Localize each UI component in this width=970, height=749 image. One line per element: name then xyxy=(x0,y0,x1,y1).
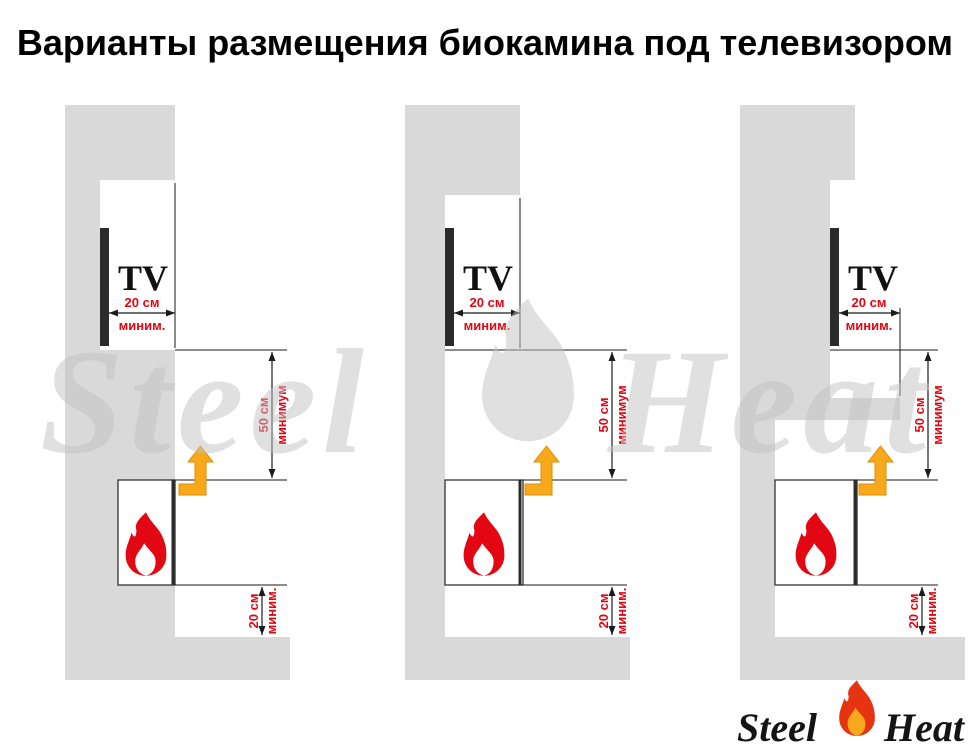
dimension-label: 20 см xyxy=(906,594,921,629)
dimension-label: миним. xyxy=(264,588,279,635)
tv-screen xyxy=(100,228,109,346)
panel-variant-2: 20 см миним. 50 см минимум 20 см миним. … xyxy=(405,105,630,680)
wall-profile xyxy=(405,105,630,680)
dimension-label: миним. xyxy=(924,588,939,635)
dimension-label: 20 см xyxy=(125,295,160,310)
dimension-label: 20 см xyxy=(852,295,887,310)
tv-label: TV xyxy=(118,258,168,298)
dimension-label: миним. xyxy=(614,588,629,635)
dimension-label: 50 см xyxy=(912,398,927,433)
page-title: Варианты размещения биокамина под телеви… xyxy=(16,22,954,63)
dimension-label: 50 см xyxy=(256,398,271,433)
logo-word-right: Heat xyxy=(883,705,966,749)
panel-variant-1: 20 см миним. 50 см минимум 20 см миним. … xyxy=(65,105,290,680)
watermark: Steel Heat xyxy=(40,298,932,485)
wall-profile xyxy=(65,105,290,680)
dimension-label: миним. xyxy=(119,318,166,333)
dimension-label: минимум xyxy=(274,385,289,445)
dimension-label: миним. xyxy=(846,318,893,333)
dimension-label: 20 см xyxy=(246,594,261,629)
tv-label: TV xyxy=(848,258,898,298)
heat-arrow-icon xyxy=(524,445,561,496)
logo-word-left: Steel xyxy=(737,705,818,749)
heat-arrow-icon xyxy=(858,445,895,496)
tv-screen xyxy=(445,228,454,346)
brand-logo: Steel Heat xyxy=(737,680,966,749)
dimension-label: минимум xyxy=(614,385,629,445)
dimension-label: 50 см xyxy=(596,398,611,433)
dimension-label: минимум xyxy=(930,385,945,445)
tv-screen xyxy=(830,228,839,346)
dimension-label: миним. xyxy=(464,318,511,333)
dimension-label: 20 см xyxy=(596,594,611,629)
watermark-word-right: Heat xyxy=(606,319,932,485)
heat-arrow-icon xyxy=(178,445,215,496)
wall-profile xyxy=(740,105,965,680)
tv-label: TV xyxy=(463,258,513,298)
panel-variant-3: 20 см миним. 50 см минимум 20 см миним. … xyxy=(740,105,965,680)
dimension-label: 20 см xyxy=(470,295,505,310)
watermark-word-left: Steel xyxy=(40,319,370,485)
